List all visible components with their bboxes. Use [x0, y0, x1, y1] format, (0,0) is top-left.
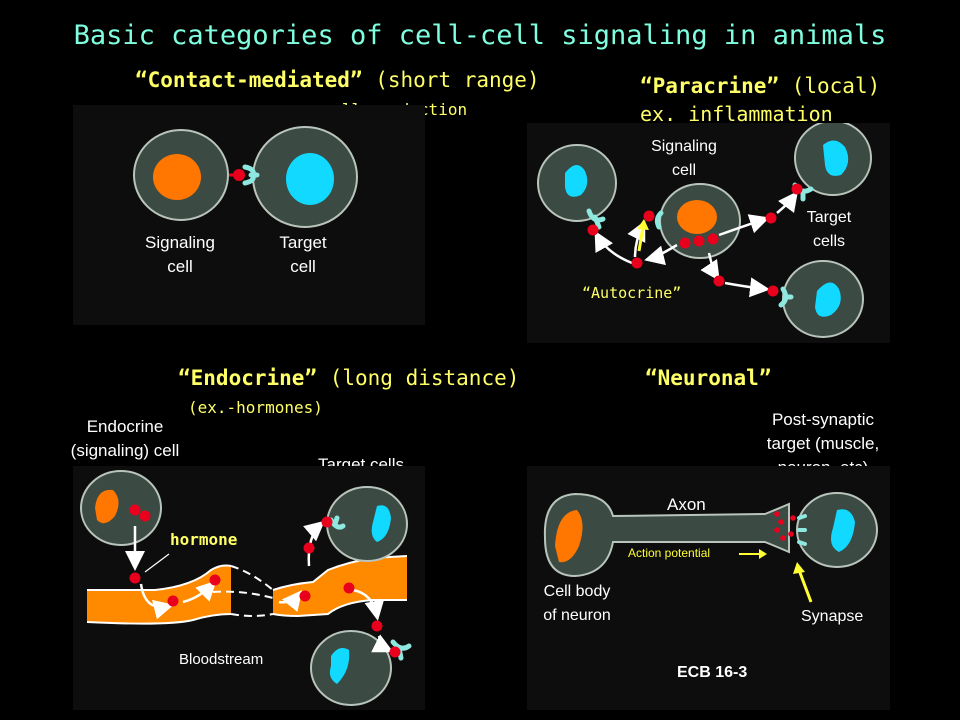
neuronal-diagram: [543, 492, 878, 603]
synapse-label: Synapse: [801, 608, 864, 625]
bloodstream-vessel: [86, 555, 408, 625]
endocrine-signaling-cell: [80, 470, 162, 546]
paracrine-panel: Signaling cell Target cells “Autocrine”: [527, 120, 890, 343]
signal-molecule: [643, 210, 655, 222]
receptor-icon: [242, 164, 260, 186]
paracrine-signaling-label-line1: Signaling: [651, 138, 717, 155]
autocrine-arrow: [637, 226, 645, 252]
neuronal-heading-term: “Neuronal”: [645, 366, 772, 390]
endocrine-target-cell-bottom: [310, 630, 392, 706]
contact-target-label: Target cell: [248, 231, 358, 279]
contact-target-label-line1: Target: [279, 233, 327, 252]
post-synaptic-label-line2: target (muscle,: [766, 434, 880, 453]
receptor-icon: [654, 210, 664, 230]
synapse-arrow: [797, 569, 813, 603]
endocrine-diagram: [80, 470, 412, 706]
hormone-molecule: [167, 595, 179, 607]
hormone-molecule: [209, 574, 221, 586]
endocrine-cell-label-line2: (signaling) cell: [70, 441, 180, 460]
signal-molecule: [631, 257, 643, 269]
signal-molecule: [791, 183, 803, 195]
cell-body-label-line2: of neuron: [543, 607, 611, 624]
contact-target-cell: [252, 126, 358, 228]
signal-molecule: [679, 237, 691, 249]
hormone-molecule: [299, 590, 311, 602]
signal-molecule: [587, 224, 599, 236]
endocrine-heading: “Endocrine” (long distance): [178, 366, 519, 390]
contact-signaling-label: Signaling cell: [115, 231, 245, 279]
endocrine-example: (ex.-hormones): [188, 398, 323, 417]
paracrine-heading: “Paracrine” (local): [640, 74, 880, 98]
paracrine-signaling-label: Signaling cell: [639, 135, 729, 183]
paracrine-qualifier: (local): [791, 74, 881, 98]
contact-signaling-cell: [133, 129, 229, 221]
action-potential-label: Action potential: [628, 546, 711, 560]
hormone-molecule: [343, 582, 355, 594]
contact-diagram: [133, 126, 358, 228]
hormone-molecule: [303, 542, 315, 554]
signal-molecule: [233, 169, 245, 181]
signal-molecule: [707, 233, 719, 245]
hormone-molecule: [139, 510, 151, 522]
endocrine-cell-label: Endocrine (signaling) cell: [50, 415, 200, 463]
paracrine-target-cell-left: [537, 144, 617, 222]
endocrine-cell-label-line1: Endocrine: [86, 417, 164, 436]
paracrine-target-cell-bottom: [782, 260, 864, 338]
paracrine-signaling-label-line2: cell: [671, 162, 696, 179]
neuronal-panel: Axon Action potential Cell body of neuro…: [527, 466, 890, 710]
autocrine-label: “Autocrine”: [582, 284, 682, 302]
post-synaptic-cell: [796, 492, 878, 568]
paracrine-heading-term: “Paracrine”: [640, 74, 780, 98]
cyan-nucleus: [286, 153, 334, 205]
contact-signaling-label-line1: Signaling: [145, 233, 215, 252]
endocrine-qualifier: (long distance): [329, 366, 520, 390]
paracrine-target-label-line2: cells: [812, 233, 845, 250]
signal-molecule: [693, 235, 705, 247]
hormone-molecule: [129, 572, 141, 584]
citation-label: ECB 16-3: [677, 664, 748, 681]
endocrine-panel: hormone Bloodstream: [73, 466, 425, 710]
receptor-icon: [778, 286, 794, 308]
signal-molecule: [767, 285, 779, 297]
bloodstream-label: Bloodstream: [179, 651, 264, 668]
slide-title: Basic categories of cell-cell signaling …: [73, 20, 887, 51]
contact-target-label-line2: cell: [290, 257, 316, 276]
receptor-icon: [797, 514, 807, 546]
contact-qualifier: (short range): [375, 68, 540, 92]
paracrine-diagram: [537, 120, 872, 338]
neuronal-heading: “Neuronal”: [645, 366, 771, 390]
axon-label: Axon: [667, 495, 706, 514]
paracrine-signaling-cell: [659, 183, 741, 259]
cell-body-label: Cell body of neuron: [527, 580, 627, 628]
endocrine-target-cell-top: [326, 486, 408, 562]
paracrine-example: ex. inflammation: [640, 102, 833, 126]
hormone-molecule: [321, 516, 333, 528]
cell-body-label-line1: Cell body: [543, 583, 611, 600]
contact-heading: “Contact-mediated” (short range): [135, 68, 540, 92]
hormone-molecule: [129, 504, 141, 516]
neuron: [543, 492, 790, 578]
paracrine-target-cell-top: [794, 120, 872, 196]
contact-signaling-label-line2: cell: [167, 257, 193, 276]
endocrine-heading-term: “Endocrine”: [178, 366, 318, 390]
hormone-pointer: [144, 553, 170, 573]
signal-molecule: [713, 275, 725, 287]
contact-panel: Signaling cell Target cell: [73, 105, 425, 325]
post-synaptic-label-line1: Post-synaptic: [771, 410, 875, 429]
paracrine-target-label-line1: Target: [806, 209, 852, 226]
receptor-icon: [586, 208, 606, 230]
paracrine-target-label: Target cells: [789, 206, 869, 254]
hormone-molecule: [389, 646, 401, 658]
orange-nucleus: [153, 154, 201, 200]
contact-heading-term: “Contact-mediated”: [135, 68, 363, 92]
signal-molecule: [765, 212, 777, 224]
hormone-label: hormone: [170, 530, 238, 549]
hormone-molecule: [371, 620, 383, 632]
